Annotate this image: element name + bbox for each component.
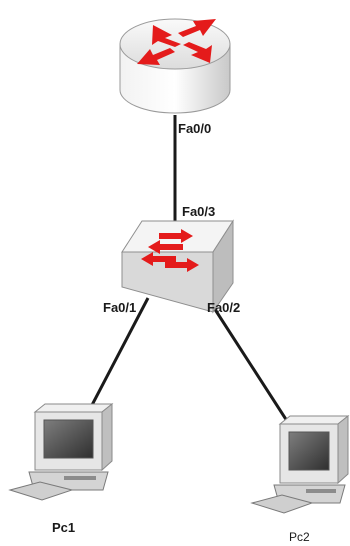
pc2-computer-icon[interactable] [250, 414, 350, 514]
router-icon[interactable] [119, 18, 231, 114]
router-port-label: Fa0/0 [178, 121, 211, 136]
switch-icon[interactable] [121, 219, 234, 314]
switch-port1-label: Fa0/1 [103, 300, 136, 315]
switch-port2-label: Fa0/2 [207, 300, 240, 315]
pc1-computer-icon[interactable] [8, 402, 114, 501]
pc1-label: Pc1 [52, 520, 75, 535]
link-switch-pc2 [205, 296, 300, 439]
switch-uplink-port-label: Fa0/3 [182, 204, 215, 219]
pc2-label: Pc2 [289, 530, 310, 544]
